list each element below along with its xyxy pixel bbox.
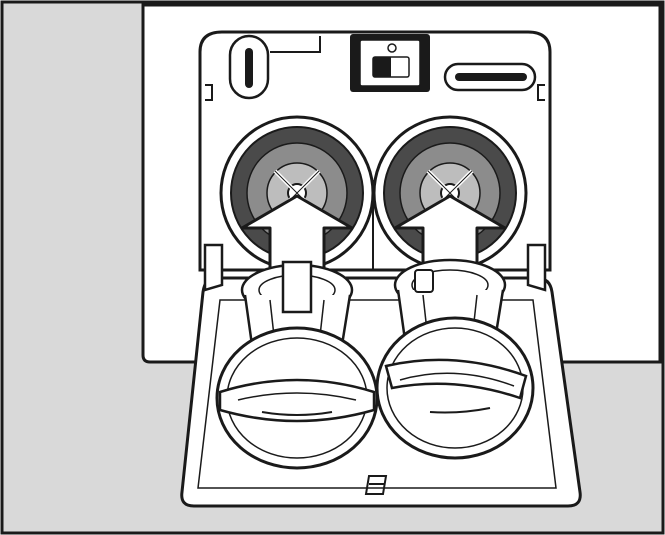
panel-ledge bbox=[270, 36, 321, 53]
hinge-left bbox=[203, 243, 224, 292]
filter-cap-icon bbox=[215, 326, 379, 470]
flap-lock-icon bbox=[364, 475, 388, 495]
filter-cap-icon bbox=[375, 316, 535, 460]
side-tab-right bbox=[537, 84, 545, 101]
hinge-right bbox=[526, 243, 547, 292]
slot-right-inner bbox=[455, 73, 527, 81]
side-tab-left bbox=[205, 84, 213, 101]
switch-toggle-half bbox=[373, 57, 391, 77]
slot-left-inner bbox=[245, 48, 253, 88]
switch-icon bbox=[387, 43, 397, 53]
